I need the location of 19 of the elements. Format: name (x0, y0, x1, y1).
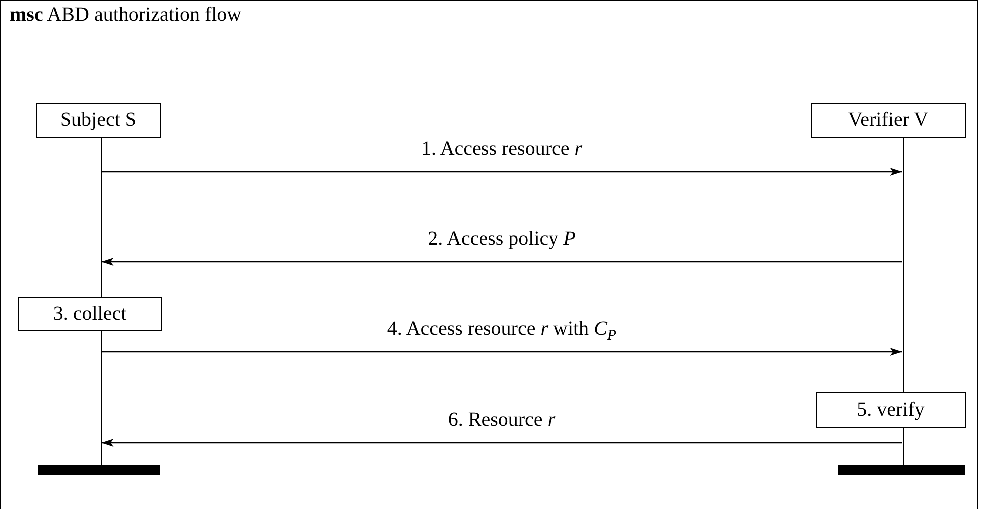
process-box (18, 297, 162, 331)
lifeline-end-bar (38, 465, 160, 475)
edge-label: 1. Access resource r (421, 138, 583, 161)
process-box (816, 392, 966, 428)
node-label: 5. verify (857, 398, 925, 422)
node-label: Subject S (60, 109, 137, 132)
edge-label: 6. Resource r (448, 409, 556, 432)
node-label: 3. collect (53, 302, 127, 326)
edge-label: 2. Access policy P (428, 228, 576, 251)
chart-title: msc ABD authorization flow (10, 4, 242, 27)
node-label: Verifier V (848, 109, 929, 132)
lifeline-end-bar (838, 465, 965, 475)
message-arrow (102, 348, 902, 356)
message-arrow (102, 168, 902, 176)
process-box (811, 103, 966, 138)
process-box (36, 103, 161, 138)
edge-label: 4. Access resource r with C$_{P}$ (387, 318, 617, 345)
message-arrow (102, 258, 902, 266)
message-arrow (102, 439, 902, 447)
